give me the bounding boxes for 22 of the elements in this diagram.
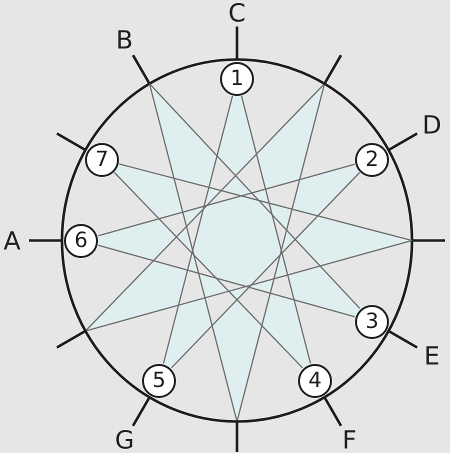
connector-line [98,164,355,236]
connector-line [162,96,234,364]
numbered-circle: 5 [142,364,176,398]
letter-label: D [422,112,442,138]
connector-line [240,96,312,364]
numbered-circle: 7 [84,142,119,176]
connector-line [119,163,412,242]
connector-line [171,172,360,368]
connector-line [98,244,355,318]
numbered-circle: 2 [355,142,390,176]
connector-line [114,172,303,368]
letter-label: F [342,428,357,452]
numbered-circle: 1 [220,62,254,96]
letter-label: B [116,28,134,53]
numbered-circle: 3 [355,304,390,338]
letter-label: E [424,344,440,368]
connector-line [149,83,360,309]
numbered-circle: 6 [64,224,98,258]
letter-label: G [114,428,134,452]
numbered-circle: 4 [298,364,332,398]
letter-label: A [3,228,21,253]
letter-label: C [228,0,246,26]
